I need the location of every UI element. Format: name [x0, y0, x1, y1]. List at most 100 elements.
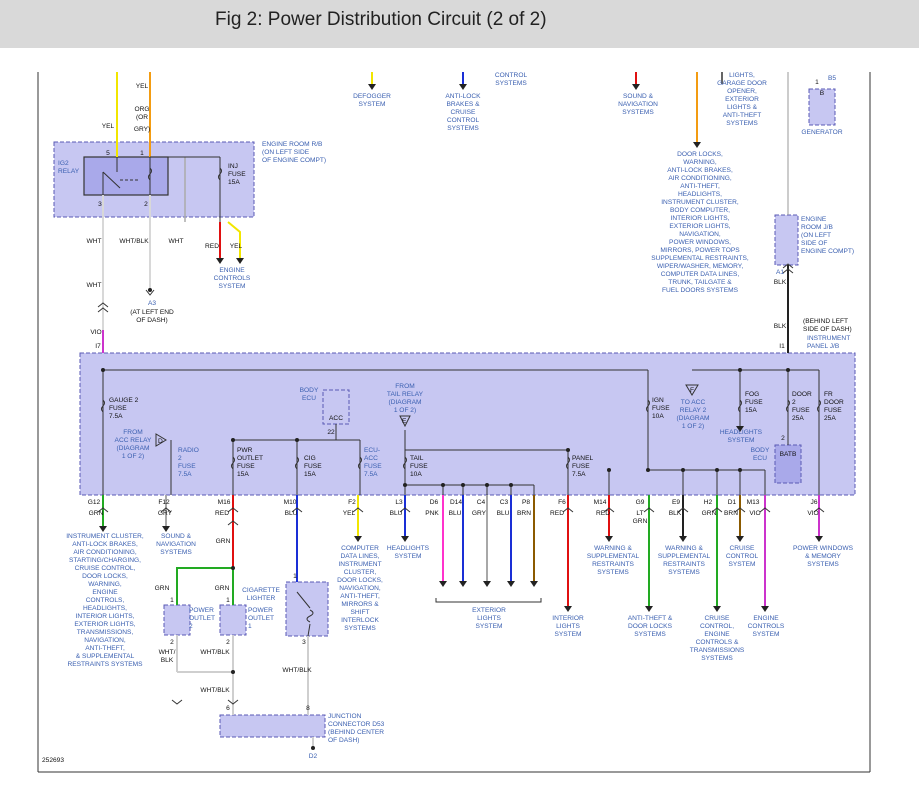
bottom-pin2b: 2 — [226, 639, 230, 646]
relay-a3: A3 — [148, 300, 156, 307]
outputs-h2: H2 — [704, 499, 713, 506]
ig2-relay-box — [83, 156, 169, 196]
outputs-grn3: GRN — [702, 510, 717, 517]
outputs-d6: D6 — [430, 499, 439, 506]
relay-red: RED — [205, 243, 219, 250]
bottom-pin2a: 2 — [170, 639, 174, 646]
instrument-panel-jb-box — [79, 352, 856, 496]
bottom-wht-blk1: WHT/BLK — [159, 649, 176, 664]
outputs-vio2: VIO — [807, 510, 818, 517]
bottom-wht-blk2: WHT/BLK — [200, 649, 230, 656]
relay-pin1: 1 — [140, 150, 144, 157]
arrowheads — [99, 84, 823, 612]
outputs-m16: M16 — [218, 499, 231, 506]
relay-wht-blk: WHT/BLK — [119, 238, 149, 245]
bottom-wht-blk4: WHT/BLK — [282, 667, 312, 674]
power-outlet-2-box — [163, 604, 191, 636]
outputs-j6: J6 — [811, 499, 818, 506]
top-yel2: YEL — [102, 123, 115, 130]
top-gry: GRY) — [134, 126, 150, 133]
panel-pin2: 2 — [781, 435, 785, 442]
top-gen-b5: B5 — [828, 75, 836, 82]
bottom-pin3: 3 — [302, 639, 306, 646]
relay-wht3: WHT — [86, 282, 101, 289]
bottom-instrument: INSTRUMENT CLUSTER,ANTI-LOCK BRAKES,AIR … — [66, 533, 144, 668]
outputs-grn: GRN — [89, 510, 104, 517]
jb-engine-i1: I1 — [779, 343, 785, 350]
outputs-gry: GRY — [158, 510, 173, 517]
outputs-m13: M13 — [747, 499, 760, 506]
cigarette-lighter-box — [285, 581, 329, 637]
outputs-blu4: BLU — [497, 510, 510, 517]
relay-wht2: WHT — [168, 238, 183, 245]
bottom-pin1a: 1 — [170, 597, 174, 604]
top-gen-b: B — [820, 90, 825, 97]
bottom-pin1b: 1 — [226, 597, 230, 604]
lighter-element — [296, 591, 314, 637]
top-gen-pin: 1 — [815, 79, 819, 86]
top-yel: YEL — [136, 83, 149, 90]
exterior-lights-bracket — [435, 598, 542, 603]
bottom-pin8: 8 — [306, 705, 310, 712]
engine-room-jb-box — [774, 214, 799, 266]
outputs-yel: YEL — [343, 510, 356, 517]
outputs-d14: D14 — [450, 499, 462, 506]
outputs-brn2: BRN — [724, 510, 738, 517]
top-or: (OR — [136, 114, 148, 121]
panel-batb: BATB — [780, 451, 797, 458]
junction-dots — [101, 288, 790, 750]
jb-engine-a1: A1 — [776, 269, 784, 276]
component-boxes — [53, 88, 856, 738]
relay-wht1: WHT — [86, 238, 101, 245]
jb-engine-blk1: BLK — [774, 279, 787, 286]
e-letter: E — [402, 418, 407, 425]
relay-pin3: 3 — [98, 201, 102, 208]
outputs-red2: RED — [550, 510, 564, 517]
outputs-m14: M14 — [594, 499, 607, 506]
outputs-f6: F6 — [558, 499, 566, 506]
source-markers — [155, 384, 699, 447]
panel-pin22: 22 — [327, 429, 335, 436]
outputs-g12: G12 — [88, 499, 101, 506]
relay-i7: I7 — [95, 343, 101, 350]
figure-title: Fig 2: Power Distribution Circuit (2 of … — [215, 9, 547, 30]
bottom-pin6: 6 — [226, 705, 230, 712]
outputs-brn: BRN — [517, 510, 531, 517]
top-door-locks: DOOR LOCKS,WARNING,ANTI-LOCK BRAKES,AIR … — [651, 151, 749, 294]
outputs-f12: F12 — [158, 499, 170, 506]
ref-number: 252693 — [42, 757, 64, 764]
bottom-grn-b: GRN — [155, 585, 170, 592]
outputs-gry2: GRY — [472, 510, 487, 517]
body-ecu-acc-box — [322, 389, 350, 425]
outputs-pnk: PNK — [425, 510, 439, 517]
bottom-wht-blk3: WHT/BLK — [200, 687, 230, 694]
